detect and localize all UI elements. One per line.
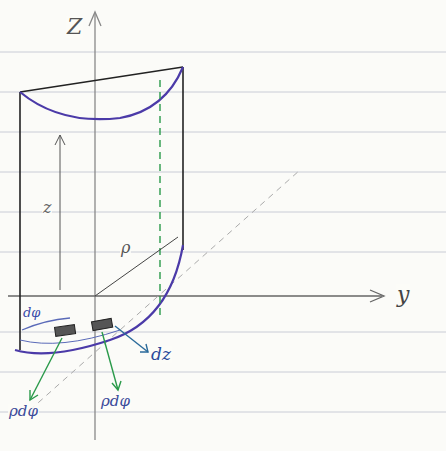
- element-label: dz: [150, 346, 172, 363]
- element-label: ρdφ: [8, 404, 39, 419]
- axis-label: Z: [66, 16, 83, 38]
- axis-label: y: [396, 284, 410, 306]
- height-label: z: [42, 200, 52, 216]
- angle-label: dφ: [22, 306, 41, 319]
- element-label: ρdφ: [100, 394, 131, 409]
- radius-label: ρ: [120, 240, 131, 256]
